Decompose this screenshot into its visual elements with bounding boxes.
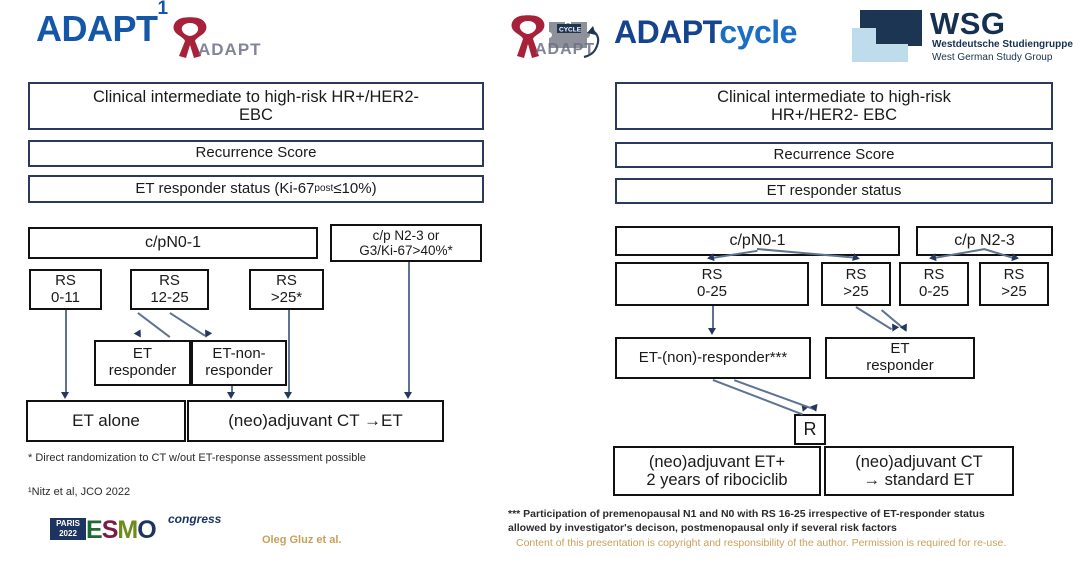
left-title-text: ADAPT xyxy=(36,8,158,49)
left-et-status-sub: post xyxy=(314,183,334,195)
adaptcycle-logo-svg: CYCLE xyxy=(511,15,600,59)
right-box-et-responder: ET responder xyxy=(825,337,975,379)
arrow-rs025right-etresponder xyxy=(899,323,911,334)
arrow-etresponder-r xyxy=(810,403,820,414)
arrow-rsgt25-ct xyxy=(284,392,292,399)
copyright-notice: Content of this presentation is copyrigh… xyxy=(516,537,1007,549)
wsg-subtitle-de: Westdeutsche Studiengruppe xyxy=(932,39,1073,50)
left-box-et-non-responder: ET-non- responder xyxy=(191,340,287,386)
left-et-status-main: ET responder status (Ki-67 xyxy=(135,179,315,197)
connector-rsgt25-etresponder xyxy=(855,306,893,330)
esmo-congress-logo: PARIS 2022 ESMO congress xyxy=(50,512,221,546)
left-et-status-tail: ≤10%) xyxy=(333,179,377,197)
connector-etnonresponder-r xyxy=(712,379,803,415)
ribbon-logo-word: ADAPT xyxy=(198,40,262,59)
right-title-cycle: cycle xyxy=(719,14,797,50)
left-reference: ¹Nitz et al, JCO 2022 xyxy=(28,486,131,498)
adaptcycle-logo-word: ADAPT xyxy=(535,41,596,58)
wsg-logo: WSG Westdeutsche Studiengruppe West Germ… xyxy=(852,6,1078,66)
right-panel-title: ADAPTcycle xyxy=(614,14,797,51)
left-panel-title: ADAPT1 xyxy=(36,0,168,50)
wsg-name: WSG xyxy=(930,6,1006,41)
left-box-treatment-et-alone: ET alone xyxy=(26,400,186,442)
right-box-treatment-et-ribociclib: (neo)adjuvant ET+ 2 years of ribociclib xyxy=(613,446,821,496)
wsg-block-1 xyxy=(860,10,922,30)
right-box-et-responder-status: ET responder status xyxy=(615,178,1053,204)
right-box-nodal-low: c/pN0-1 xyxy=(615,226,900,256)
connector-rs025-etnonresponder xyxy=(712,306,714,331)
right-box-population: Clinical intermediate to high-risk HR+/H… xyxy=(615,82,1053,130)
right-title-adapt: ADAPT xyxy=(614,14,720,50)
left-box-rs-gt-25: RS >25* xyxy=(249,269,324,310)
arrow-rs1225-etresponder xyxy=(133,329,145,340)
right-footnote-line2: allowed by investigator's decison, postm… xyxy=(508,522,897,534)
arrow-rs011-etalone xyxy=(61,392,69,399)
left-box-rs-0-11: RS 0-11 xyxy=(29,269,102,310)
wsg-blocks-icon xyxy=(852,10,922,62)
left-box-nodal-low: c/pN0-1 xyxy=(28,227,318,259)
esmo-paris-badge: PARIS 2022 xyxy=(50,518,86,540)
esmo-year: 2022 xyxy=(59,529,77,538)
connector-nodalhigh-ct xyxy=(408,262,410,394)
arrow-etnonresponder-ct xyxy=(227,392,235,399)
left-title-superscript: 1 xyxy=(157,0,169,19)
arrow-nodalhigh-rs025 xyxy=(929,251,939,262)
arrow-nodallow-rsgt25 xyxy=(850,252,860,261)
arrow-nodalhigh-ct xyxy=(404,392,412,399)
left-box-recurrence-score: Recurrence Score xyxy=(28,140,484,167)
right-box-et-non-responder: ET-(non)-responder*** xyxy=(615,337,811,379)
arrow-rs025-etnonresponder xyxy=(708,328,716,335)
connector-etnonresponder-ct xyxy=(231,386,233,396)
right-box-rs-gt-25-left: RS >25 xyxy=(821,262,891,306)
connector-etresponder-r xyxy=(733,379,816,411)
wsg-subtitle-en: West German Study Group xyxy=(932,52,1053,63)
right-footnote-line1: *** Participation of premenopausal N1 an… xyxy=(508,508,985,520)
left-box-treatment-ct-et: (neo)adjuvant CT →ET xyxy=(187,400,444,442)
connector-rs011-etalone xyxy=(65,310,67,394)
right-box-rs-0-25-left: RS 0-25 xyxy=(615,262,809,306)
left-box-nodal-high: c/p N2-3 or G3/Ki-67>40%* xyxy=(330,224,482,262)
adapt-ribbon-icon: ADAPT xyxy=(165,14,262,62)
arrow-rs1225-etnonresponder xyxy=(201,329,213,340)
connector-rs1225-etnonresponder xyxy=(169,312,206,337)
left-box-et-responder: ET responder xyxy=(94,340,191,386)
wsg-block-3 xyxy=(852,28,876,62)
connector-rsgt25-ct xyxy=(288,310,290,394)
adaptcycle-ribbon-icon: CYCLE ADAPT xyxy=(505,12,610,64)
right-box-treatment-ct-standard-et: (neo)adjuvant CT → standard ET xyxy=(824,446,1014,496)
arrow-nodallow-rs025 xyxy=(707,251,717,262)
right-box-rs-gt-25-right: RS >25 xyxy=(979,262,1049,306)
right-box-nodal-high: c/p N2-3 xyxy=(916,226,1053,256)
right-box-randomization: R xyxy=(794,414,826,445)
presenter-name: Oleg Gluz et al. xyxy=(262,534,342,546)
left-footnote-star: * Direct randomization to CT w/out ET-re… xyxy=(28,452,366,464)
right-box-recurrence-score: Recurrence Score xyxy=(615,142,1053,168)
left-box-population: Clinical intermediate to high-risk HR+/H… xyxy=(28,82,484,130)
svg-text:CYCLE: CYCLE xyxy=(559,27,582,34)
esmo-letters: ESMO xyxy=(86,516,157,544)
ribbon-svg xyxy=(173,17,207,58)
wsg-block-2 xyxy=(874,28,922,46)
esmo-congress-word: congress xyxy=(168,512,222,526)
right-box-rs-0-25-right: RS 0-25 xyxy=(899,262,969,306)
esmo-city: PARIS xyxy=(56,519,80,528)
left-box-rs-12-25: RS 12-25 xyxy=(130,269,209,310)
wsg-block-4 xyxy=(874,44,908,62)
